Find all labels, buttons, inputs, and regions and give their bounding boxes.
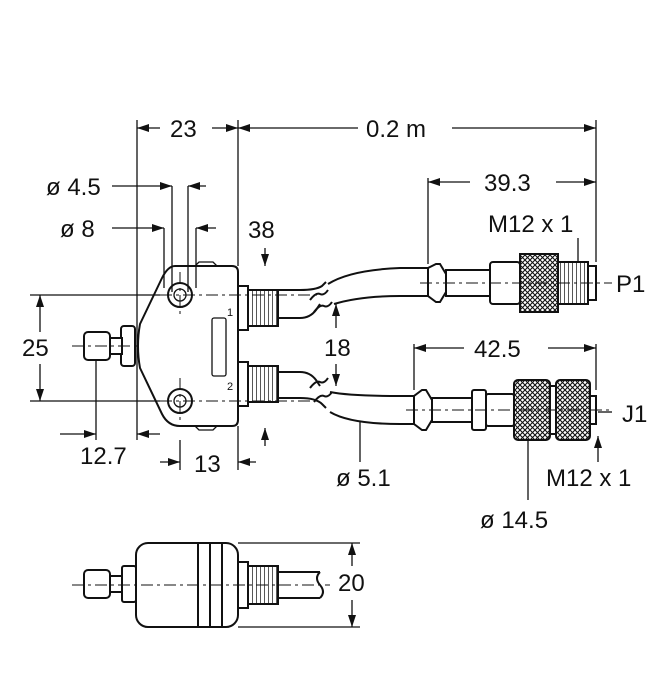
splitter-top-view: 1 2	[72, 261, 320, 431]
connector-p1-male	[420, 253, 612, 313]
dim-dia-4-5: ø 4.5	[46, 174, 101, 201]
label-p1: P1	[616, 271, 645, 298]
dim-39-3: 39.3	[484, 170, 531, 197]
cable-j1	[278, 371, 414, 425]
dimension-labels: 23 0.2 m ø 4.5 ø 8 38 39.3 M12 x 1 P1 25…	[22, 116, 647, 597]
dim-0-2m: 0.2 m	[366, 116, 426, 143]
dim-18: 18	[324, 335, 351, 362]
cable-p1	[278, 267, 428, 319]
splitter-side-view	[72, 542, 360, 628]
outlet-thread-2	[247, 365, 279, 403]
dim-38: 38	[248, 217, 275, 244]
dim-dia-8: ø 8	[60, 216, 95, 243]
dim-12-7: 12.7	[80, 443, 127, 470]
dimension-lines	[30, 120, 612, 500]
dim-23: 23	[170, 116, 197, 143]
port-label-2: 2	[227, 381, 233, 393]
dim-20: 20	[338, 570, 365, 597]
dim-m12-bottom: M12 x 1	[546, 465, 631, 492]
connector-j1-female	[406, 379, 612, 441]
dim-m12-top: M12 x 1	[488, 211, 573, 238]
dim-42-5: 42.5	[474, 336, 521, 363]
dim-dia-14-5: ø 14.5	[480, 507, 548, 534]
dim-13: 13	[194, 451, 221, 478]
dim-dia-5-1: ø 5.1	[336, 465, 391, 492]
dim-25: 25	[22, 335, 49, 362]
outlet-thread-1	[247, 289, 279, 327]
label-window	[211, 317, 227, 377]
label-j1: J1	[622, 401, 647, 428]
side-screw-head	[83, 569, 111, 599]
splitter-housing	[137, 265, 239, 427]
port-label-1: 1	[227, 307, 233, 319]
